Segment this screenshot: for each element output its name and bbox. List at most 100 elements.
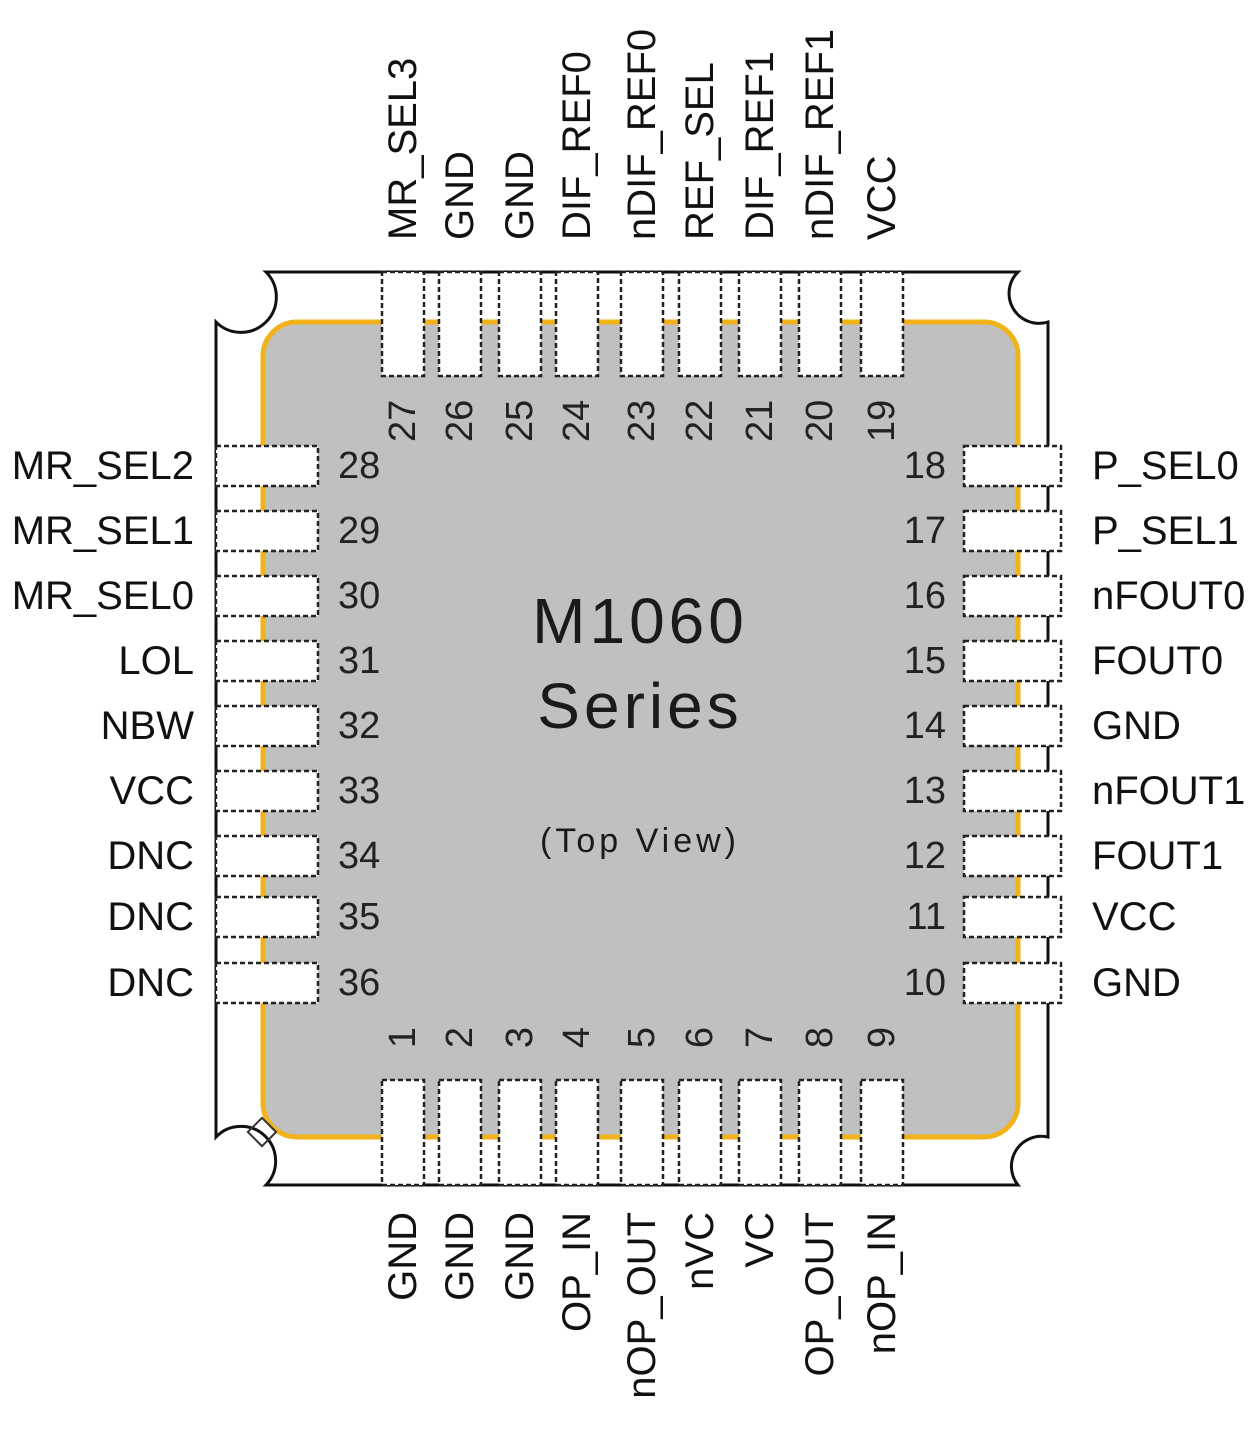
pad-pin-8 [797,1078,843,1187]
pin-number-1: 1 [382,1027,424,1048]
pin-number-8: 8 [799,1027,841,1048]
pin-number-19: 19 [861,400,903,442]
pin-number-10: 10 [904,962,946,1004]
pad-pin-35 [214,895,320,939]
pin-labels: 19VCC20nDIF_REF121DIF_REF122REF_SEL23nDI… [12,29,1246,1399]
pin-name-2: GND [438,1212,482,1301]
pin-number-36: 36 [338,962,380,1004]
pin-number-9: 9 [861,1027,903,1048]
pad-pin-17 [962,509,1063,553]
pad-pin-16 [962,574,1063,618]
pad-pin-20 [797,270,843,378]
pad-pin-9 [859,1078,905,1187]
pad-pin-28 [214,444,320,488]
pad-pin-19 [859,270,905,378]
pad-pin-4 [554,1078,600,1187]
pin-name-36: DNC [107,961,194,1005]
chip-view-label: (Top View) [540,822,740,860]
pin-number-34: 34 [338,835,380,877]
pad-pin-1 [380,1078,426,1187]
pin-name-27: MR_SEL3 [381,58,425,240]
pin-name-12: FOUT1 [1092,834,1223,878]
pad-pin-3 [497,1078,543,1187]
pin-number-4: 4 [556,1027,598,1048]
pin-name-7: VC [738,1212,782,1268]
pin-name-15: FOUT0 [1092,639,1223,683]
pin-number-11: 11 [907,896,946,938]
pad-pin-14 [962,704,1063,748]
pin-number-28: 28 [338,445,380,487]
pin-number-29: 29 [338,510,380,552]
pin-name-35: DNC [107,895,194,939]
pin-pads [214,270,1063,1187]
pad-pin-25 [497,270,543,378]
pin-name-34: DNC [107,834,194,878]
pin-name-25: GND [498,151,542,240]
pin-name-18: P_SEL0 [1092,444,1239,488]
pad-pin-15 [962,639,1063,683]
pad-pin-34 [214,834,320,878]
pin-name-3: GND [498,1212,542,1301]
pad-pin-7 [737,1078,783,1187]
pin-name-4: OP_IN [555,1212,599,1332]
pin-number-24: 24 [556,400,598,442]
pad-pin-5 [619,1078,665,1187]
pin-name-23: nDIF_REF0 [620,29,664,240]
pin-name-14: GND [1092,704,1181,748]
pin-number-20: 20 [799,400,841,442]
pin-number-17: 17 [904,510,946,552]
chip-title-line2: Series [537,670,742,742]
pin-number-5: 5 [621,1027,663,1048]
pin-name-31: LOL [118,639,194,683]
pin-number-26: 26 [439,400,481,442]
pad-pin-27 [380,270,426,378]
pin-number-33: 33 [338,770,380,812]
pin-number-16: 16 [904,575,946,617]
pin-name-1: GND [381,1212,425,1301]
pin-name-29: MR_SEL1 [12,509,194,553]
pin-name-9: nOP_IN [860,1212,904,1354]
pin-name-26: GND [438,151,482,240]
pin-name-30: MR_SEL0 [12,574,194,618]
pin-number-32: 32 [338,705,380,747]
pin-number-12: 12 [904,835,946,877]
pin-name-8: OP_OUT [798,1212,842,1376]
pin-name-11: VCC [1092,895,1176,939]
pin-name-5: nOP_OUT [620,1212,664,1399]
pin-number-3: 3 [499,1027,541,1048]
pad-pin-13 [962,769,1063,813]
pin-name-13: nFOUT1 [1092,769,1245,813]
pad-pin-29 [214,509,320,553]
pin-number-30: 30 [338,575,380,617]
pin-name-33: VCC [110,769,194,813]
pin-number-6: 6 [679,1027,721,1048]
pin1-marker [246,1116,278,1148]
pad-pin-6 [677,1078,723,1187]
pin-name-19: VCC [860,156,904,240]
pad-pin-36 [214,961,320,1005]
pin-number-7: 7 [739,1027,781,1048]
pin-name-17: P_SEL1 [1092,509,1239,553]
pin-number-25: 25 [499,400,541,442]
pin-name-20: nDIF_REF1 [798,29,842,240]
pad-pin-2 [437,1078,483,1187]
pin-name-21: DIF_REF1 [738,51,782,240]
pin-number-2: 2 [439,1027,481,1048]
pad-pin-26 [437,270,483,378]
pad-pin-30 [214,574,320,618]
pin-name-10: GND [1092,961,1181,1005]
pad-pin-33 [214,769,320,813]
pin-name-6: nVC [678,1212,722,1290]
chip-title-line1: M1060 [532,585,748,657]
pin-name-32: NBW [101,704,195,748]
pin-number-21: 21 [739,400,781,442]
pin-number-18: 18 [904,445,946,487]
pin-number-15: 15 [904,640,946,682]
pad-pin-10 [962,961,1063,1005]
pad-pin-11 [962,895,1063,939]
pin-name-22: REF_SEL [678,62,722,240]
pin-number-23: 23 [621,400,663,442]
pin-name-16: nFOUT0 [1092,574,1245,618]
